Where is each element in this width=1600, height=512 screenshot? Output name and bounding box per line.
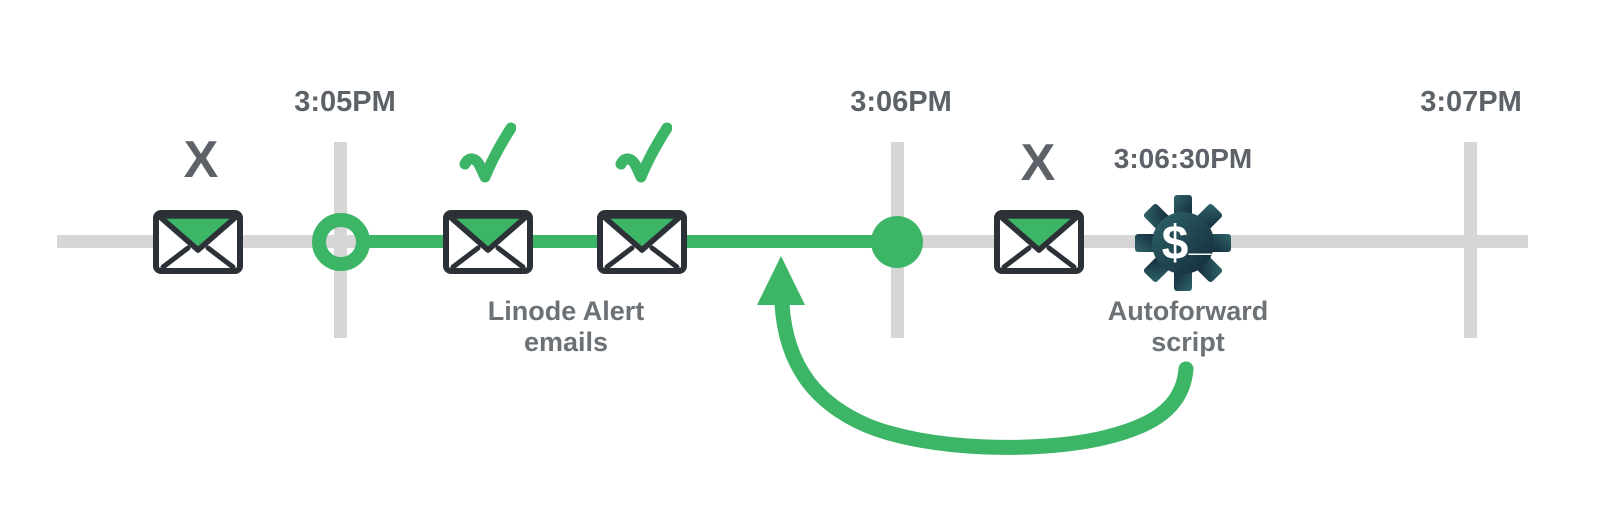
time-label-3-07: 3:07PM: [1420, 86, 1522, 118]
time-label-3-05: 3:05PM: [294, 86, 396, 118]
checkmark-icon: [615, 122, 672, 183]
checkmark-icon: [459, 122, 516, 183]
label-line-1: Linode Alert: [487, 296, 645, 326]
time-label-3-06: 3:06PM: [850, 86, 952, 118]
time-label-3-06-30: 3:06:30PM: [1113, 143, 1253, 174]
email-envelope-icon: [153, 210, 243, 274]
autoforward-script-label: Autoforward script: [1108, 296, 1268, 358]
dollar-prompt-glyph: $: [1162, 217, 1189, 270]
tick-3-07: [1464, 142, 1477, 338]
underscore-cursor-glyph: _: [1188, 215, 1212, 259]
email-envelope-icon: [443, 210, 533, 274]
segment-end-dot-marker: [871, 216, 923, 268]
failed-delivery-x-mark: X: [1020, 134, 1056, 192]
failed-delivery-x-mark: X: [183, 131, 219, 189]
gear-script-icon: $ _: [1135, 195, 1231, 291]
linode-alert-emails-label: Linode Alert emails: [488, 296, 645, 358]
email-envelope-icon: [597, 210, 687, 274]
segment-start-ring-marker: [312, 213, 370, 271]
label-line-1: Autoforward: [1107, 296, 1269, 326]
email-envelope-icon: [994, 210, 1084, 274]
arrowhead: [757, 256, 805, 305]
label-line-2: script: [1151, 327, 1225, 357]
label-line-2: emails: [523, 327, 609, 357]
